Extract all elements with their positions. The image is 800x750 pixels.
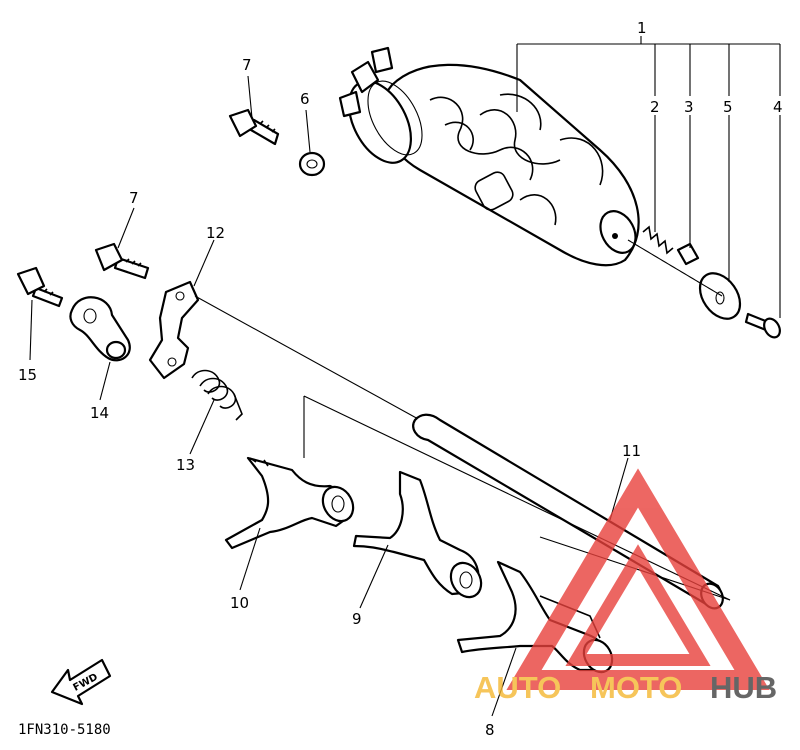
stopper-lever <box>69 296 131 362</box>
washer <box>298 151 326 177</box>
leader-lines <box>29 36 781 717</box>
segment-plate <box>148 280 200 380</box>
watermark-logo: AUTO MOTO HUB <box>474 468 777 705</box>
bolt-lower <box>94 242 150 280</box>
bolt-upper <box>228 108 280 146</box>
pin <box>676 242 700 266</box>
screw <box>744 312 781 339</box>
detent-spring <box>642 225 674 255</box>
watermark-auto: AUTO <box>474 670 561 705</box>
callout-9: 9 <box>352 610 362 628</box>
callout-4: 4 <box>773 98 783 116</box>
shift-fork-9 <box>352 470 483 599</box>
watermark-hub: HUB <box>710 670 777 705</box>
callout-7-lower: 7 <box>129 189 139 207</box>
callout-5: 5 <box>723 98 733 116</box>
callout-12: 12 <box>206 224 225 242</box>
callout-10: 10 <box>230 594 249 612</box>
callout-6: 6 <box>300 90 310 108</box>
callout-15: 15 <box>18 366 37 384</box>
shift-fork-10 <box>224 456 355 550</box>
callout-14: 14 <box>90 404 109 422</box>
shift-drum <box>338 46 640 267</box>
callout-8: 8 <box>485 721 495 739</box>
callout-1: 1 <box>637 19 647 37</box>
callouts: 1 2 3 5 4 7 6 7 12 15 14 13 11 10 9 8 <box>18 19 783 739</box>
diagram-code: 1FN310-5180 <box>18 722 111 738</box>
stopper-plate <box>698 272 742 320</box>
callout-2: 2 <box>650 98 660 116</box>
callout-3: 3 <box>684 98 694 116</box>
callout-7-upper: 7 <box>242 56 252 74</box>
callout-13: 13 <box>176 456 195 474</box>
torsion-spring <box>191 369 243 421</box>
forward-arrow-icon: FWD <box>50 658 112 706</box>
bolt-15 <box>16 266 64 308</box>
watermark-triangle-icon <box>506 468 770 690</box>
watermark-moto: MOTO <box>590 670 682 705</box>
callout-11: 11 <box>622 442 641 460</box>
